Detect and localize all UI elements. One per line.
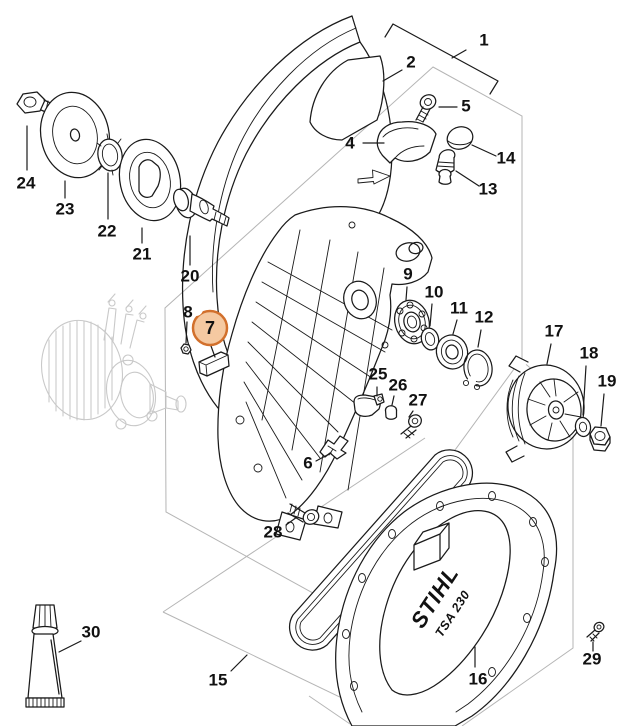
callout-20[interactable]: 20: [181, 266, 200, 285]
callout-13[interactable]: 13: [479, 179, 498, 198]
callout-29[interactable]: 29: [583, 649, 602, 668]
callout-22[interactable]: 22: [98, 221, 117, 240]
part-drawing-nut-26: [384, 405, 398, 420]
part-drawing-plug-13: [435, 149, 456, 185]
part-drawing-gear-housing: [217, 206, 433, 541]
part-drawing-cap-14: [446, 126, 474, 150]
part-drawing-guard-window: [309, 55, 385, 141]
callout-2[interactable]: 2: [406, 52, 415, 71]
part-drawing-washer-18: [574, 416, 592, 438]
leader-lines: [26, 23, 605, 672]
callout-15[interactable]: 15: [209, 670, 228, 689]
callout-16[interactable]: 16: [469, 669, 488, 688]
ghost-motor-assembly: [40, 293, 187, 430]
callout-6[interactable]: 6: [303, 453, 312, 472]
callout-27[interactable]: 27: [409, 390, 428, 409]
callout-1[interactable]: 1: [479, 30, 488, 49]
callout-17[interactable]: 17: [545, 321, 564, 340]
highlight-circle[interactable]: [191, 309, 229, 347]
part-drawing-screw-28: [287, 503, 320, 525]
callout-8[interactable]: 8: [183, 302, 192, 321]
highlight-notch: [189, 302, 203, 316]
callout-25[interactable]: 25: [369, 364, 388, 383]
part-drawing-snap-ring-12: [456, 349, 493, 394]
part-drawing-flange-washer-21: [118, 138, 182, 222]
callout-labels: 1 2 4 5 6 8 9 10 11 12 13 14 15 16 17 18…: [17, 30, 617, 689]
part-drawing-screw-5: [415, 94, 437, 123]
callout-10[interactable]: 10: [425, 282, 444, 301]
direction-arrow-icon: [357, 169, 391, 185]
callout-19[interactable]: 19: [598, 371, 617, 390]
part-drawing-deflector-4: [376, 120, 437, 164]
callout-30[interactable]: 30: [82, 622, 101, 641]
part-drawing-lock-washer-22: [96, 133, 126, 176]
callout-24[interactable]: 24: [17, 173, 36, 192]
part-drawing-washer-23: [39, 91, 111, 179]
part-drawing-key-7: [198, 351, 230, 377]
part-drawing-spindle-20: [172, 187, 230, 227]
callout-28[interactable]: 28: [264, 522, 283, 541]
callout-23[interactable]: 23: [56, 199, 75, 218]
callout-12[interactable]: 12: [475, 307, 494, 326]
callout-11[interactable]: 11: [450, 298, 468, 317]
part-drawing-hex-nut-19: [589, 426, 611, 452]
callout-21[interactable]: 21: [133, 244, 152, 263]
part-drawing-adhesive-tube-30: [25, 604, 65, 708]
part-drawing-screw-29: [586, 621, 605, 642]
part-drawing-nut-8: [180, 343, 192, 355]
part-drawing-screw-27: [400, 414, 422, 439]
callout-7[interactable]: 7: [205, 318, 215, 338]
callout-18[interactable]: 18: [580, 343, 599, 362]
part-drawing-belt-cover: STIHL TSA 230: [335, 482, 558, 726]
part-drawing-washer-10: [420, 327, 440, 351]
callout-5[interactable]: 5: [461, 96, 470, 115]
highlighted-callout-7[interactable]: 7: [189, 302, 229, 347]
part-drawing-clutch-drum-17: [505, 355, 585, 463]
callout-9[interactable]: 9: [403, 264, 412, 283]
part-drawing-bearing-9: [393, 299, 431, 345]
part-drawing-bearing-11: [435, 334, 469, 370]
callout-14[interactable]: 14: [497, 148, 516, 167]
part-drawing-clamp-25: [353, 393, 385, 417]
callout-4[interactable]: 4: [345, 133, 355, 152]
callout-26[interactable]: 26: [389, 375, 408, 394]
